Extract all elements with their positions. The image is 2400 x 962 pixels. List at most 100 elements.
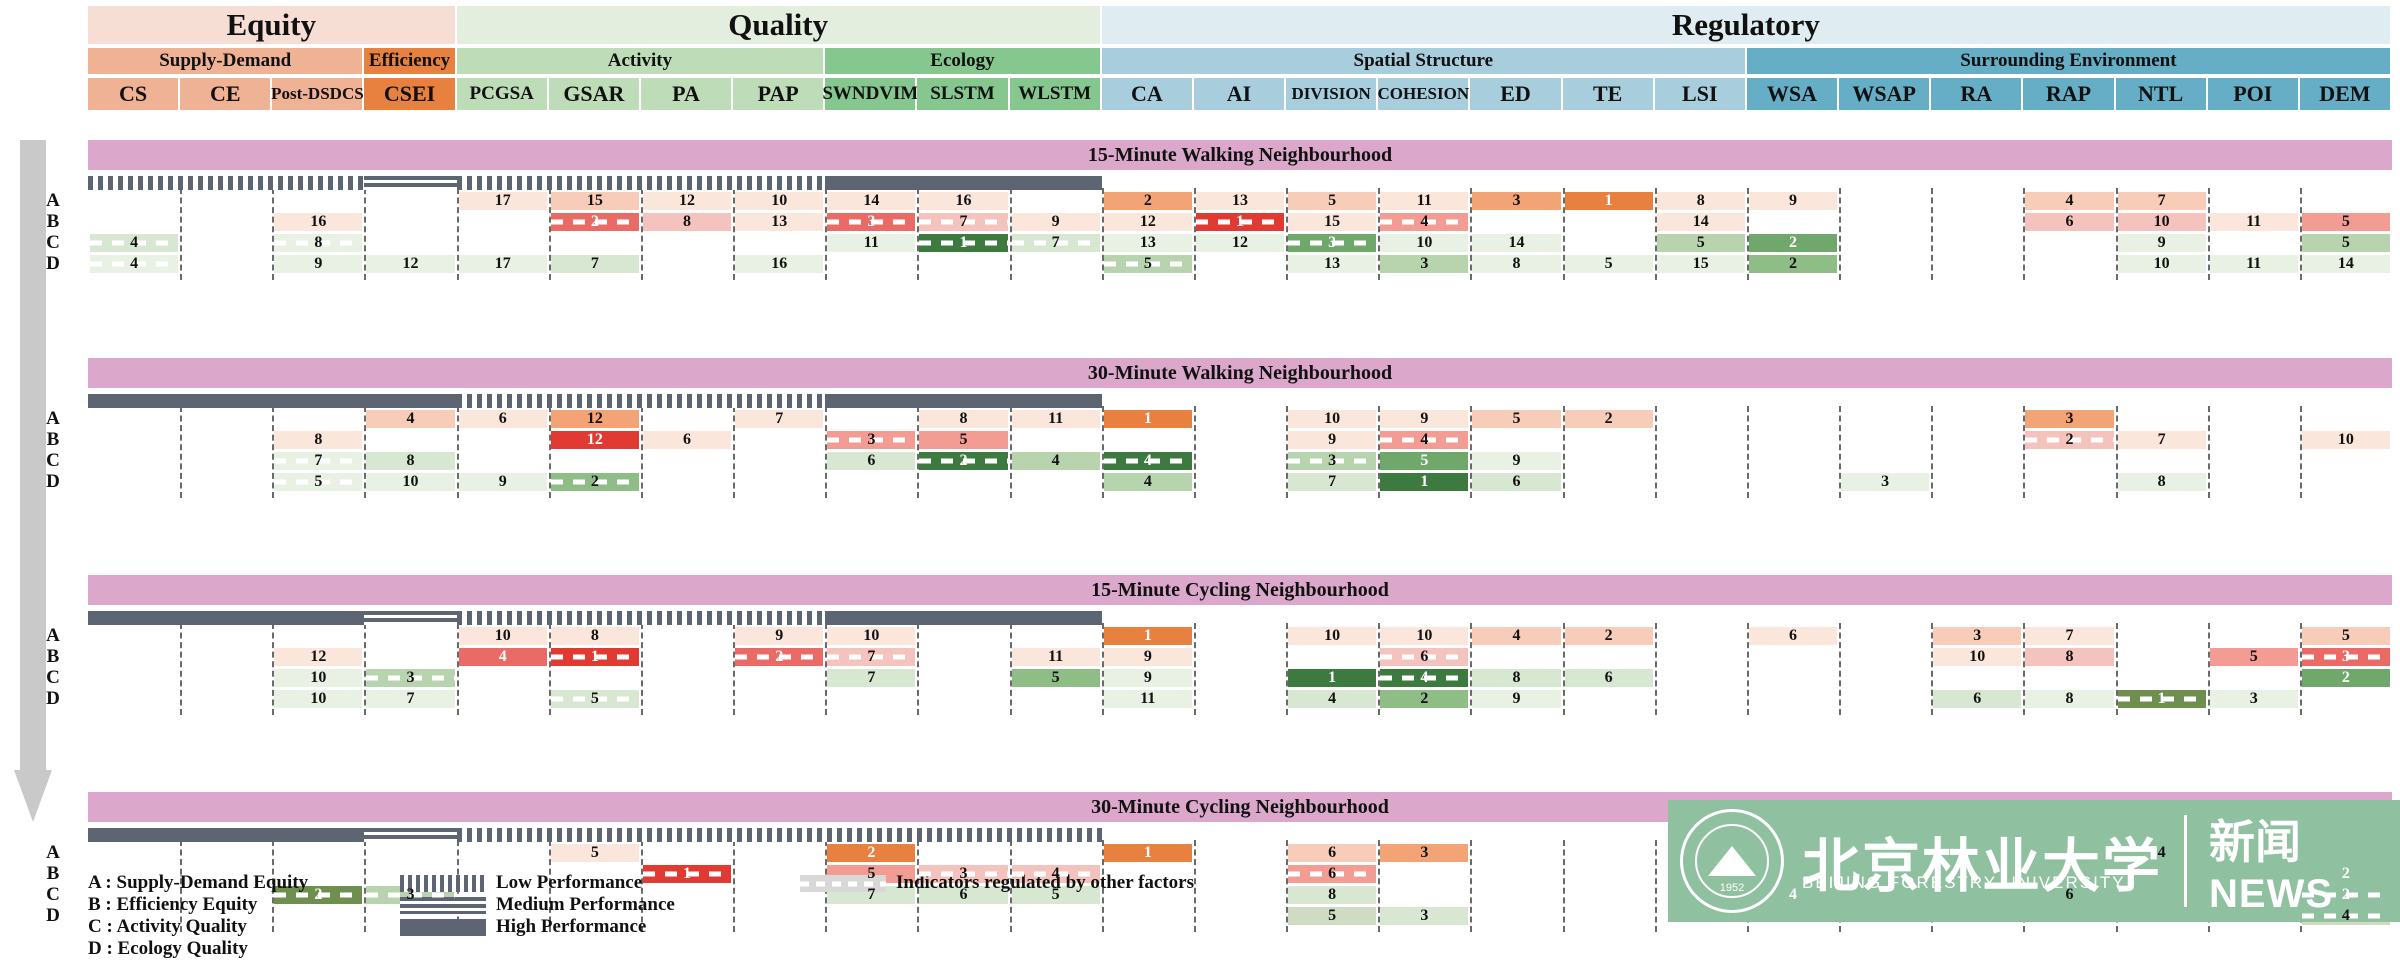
column-separator [733, 840, 736, 932]
regulated-dash-overlay [550, 479, 639, 485]
cell-value: 4 [1420, 669, 1429, 686]
cell-value: 7 [590, 255, 599, 272]
column-separator [733, 406, 736, 498]
column-separator [1931, 623, 1934, 715]
block-title-1: 30-Minute Walking Neighbourhood [88, 358, 2392, 388]
data-cell: 8 [274, 234, 363, 252]
cell-value: 8 [959, 410, 968, 427]
indicator-header-pa: PA [640, 78, 734, 110]
data-cell: 7 [827, 669, 916, 687]
cell-value: 10 [310, 669, 327, 686]
data-cell: 2 [1103, 192, 1192, 210]
data-cell: 12 [642, 192, 732, 210]
cell-value: 2 [590, 473, 599, 490]
column-separator [2115, 188, 2118, 280]
cell-value: 1 [2157, 690, 2166, 707]
cell-value: 1 [1143, 410, 1152, 427]
data-cell: 4 [458, 648, 547, 666]
data-cell: 13 [735, 213, 824, 231]
data-cell: 2 [919, 452, 1008, 470]
cell-value: 7 [867, 669, 876, 686]
column-separator [1746, 188, 1749, 280]
data-cell: 3 [2025, 410, 2114, 428]
regulated-dash-overlay [919, 871, 1008, 877]
indicator-header-cs: CS [88, 78, 181, 110]
data-cell: 2 [1748, 255, 1838, 273]
data-cell: 8 [274, 431, 363, 449]
data-cell: 5 [2301, 234, 2390, 252]
column-separator [1009, 840, 1012, 932]
cell-value: 1 [1143, 844, 1152, 861]
cell-value: 8 [406, 452, 415, 469]
cell-value: 3 [1973, 627, 1982, 644]
data-cell: 6 [1933, 690, 2022, 708]
cell-value: 9 [1788, 192, 1797, 209]
data-cell: 13 [1195, 192, 1285, 210]
data-cell: 13 [1103, 234, 1192, 252]
regulated-dash-overlay [1103, 458, 1192, 464]
legend-low-performance: Low Performance [400, 872, 675, 894]
data-cell: 9 [735, 627, 824, 645]
indicator-header-ce: CE [180, 78, 273, 110]
cell-value: 6 [2065, 213, 2074, 230]
indicator-header-csei: CSEI [364, 78, 457, 110]
column-separator [640, 406, 643, 498]
data-cell: 1 [919, 234, 1008, 252]
cell-value: 10 [310, 690, 327, 707]
cell-value: 6 [1420, 648, 1429, 665]
regulated-dash-overlay [90, 240, 179, 246]
cell-value: 8 [314, 234, 323, 251]
data-cell: 1 [1380, 473, 1469, 491]
cell-value: 13 [1324, 255, 1341, 272]
cell-value: 4 [1143, 452, 1152, 469]
cell-value: 10 [1324, 410, 1341, 427]
regulated-dash-overlay [827, 219, 916, 225]
data-cell: 6 [458, 410, 547, 428]
regulated-dash-overlay [1195, 219, 1285, 225]
cell-value: 2 [1143, 192, 1152, 209]
column-separator [548, 840, 551, 932]
data-cell: 4 [90, 255, 179, 273]
indicator-header-ai: AI [1193, 78, 1287, 110]
data-cell: 2 [550, 213, 639, 231]
indicator-header-ra: RA [1931, 78, 2024, 110]
cell-value: 10 [2337, 431, 2354, 448]
column-separator [364, 840, 367, 932]
column-separator [1009, 406, 1012, 498]
column-separator [917, 840, 920, 932]
data-cell: 7 [366, 690, 455, 708]
data-cell: 6 [642, 431, 732, 449]
indicator-header-ed: ED [1470, 78, 1563, 110]
cell-value: 8 [2065, 648, 2074, 665]
legend-medium-performance: Medium Performance [400, 894, 675, 916]
data-cell: 5 [1103, 255, 1192, 273]
column-separator [2115, 406, 2118, 498]
cell-value: 16 [955, 192, 972, 209]
cell-value: 5 [590, 844, 599, 861]
column-separator [180, 406, 183, 498]
column-separator [1470, 623, 1473, 715]
data-cell: 4 [2025, 192, 2114, 210]
cell-value: 3 [867, 213, 876, 230]
block-title-2: 15-Minute Cycling Neighbourhood [88, 575, 2392, 605]
regulated-dash-overlay [2301, 892, 2390, 898]
cell-value: 9 [1512, 690, 1521, 707]
indicator-header-te: TE [1562, 78, 1655, 110]
regulated-dash-overlay [274, 240, 363, 246]
data-cell: 10 [2117, 255, 2206, 273]
data-cell: 16 [274, 213, 363, 231]
regulated-dash-overlay [827, 654, 916, 660]
cell-value: 6 [498, 410, 507, 427]
column-separator [548, 406, 551, 498]
cell-value: 4 [2065, 192, 2074, 209]
cell-value: 3 [1328, 452, 1337, 469]
cell-value: 7 [867, 648, 876, 665]
cell-value: 1 [590, 648, 599, 665]
column-separator [1378, 188, 1381, 280]
cell-value: 9 [1328, 431, 1337, 448]
column-separator [1839, 188, 1842, 280]
data-cell: 4 [1380, 213, 1469, 231]
cell-value: 8 [2065, 690, 2074, 707]
data-cell: 12 [550, 431, 639, 449]
data-cell: 1 [1103, 410, 1192, 428]
